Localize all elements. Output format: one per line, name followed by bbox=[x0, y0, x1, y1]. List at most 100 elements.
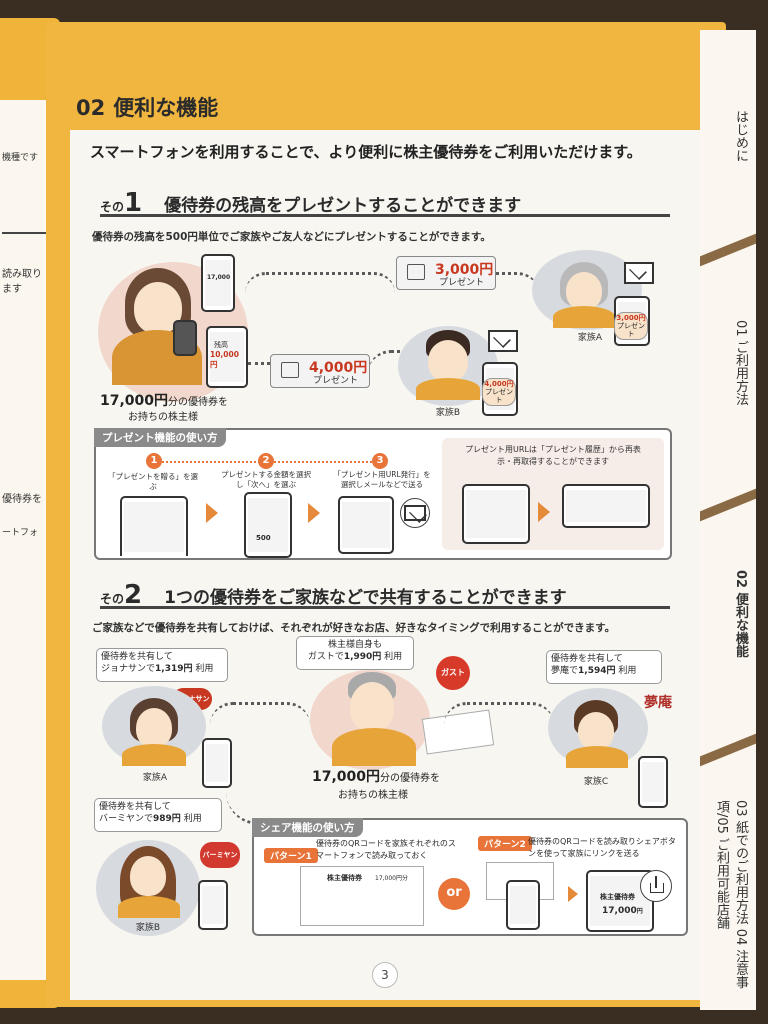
family2-b-label: 家族B bbox=[135, 923, 161, 933]
gift-b-amount: 4,000円 bbox=[309, 360, 368, 376]
step-3-badge: 3 bbox=[372, 453, 388, 469]
yumean-logo: 夢庵 bbox=[644, 695, 672, 711]
family-c-face bbox=[578, 712, 614, 750]
step-arrow bbox=[206, 503, 218, 523]
family-b-label: 家族B bbox=[435, 408, 461, 418]
pattern2-tag: パターン2 bbox=[478, 836, 532, 851]
owner2-line2: お持ちの株主様 bbox=[338, 790, 408, 801]
family2-a-face bbox=[136, 708, 172, 748]
section1-subtitle: 優待券の残高を500円単位でご家族やご友人などにプレゼントすることができます。 bbox=[92, 231, 491, 243]
section2-subtitle: ご家族などで優待券を共有しておけば、それぞれが好きなお店、好きなタイミングで利用… bbox=[92, 622, 616, 634]
owner-caption: 17,000円分の優待券を bbox=[100, 390, 228, 410]
bubble-owner-amount: 1,990円 bbox=[343, 652, 382, 662]
page-title-text: 便利な機能 bbox=[113, 96, 219, 120]
owner-phone-balance: 残高 10,000円 bbox=[206, 326, 248, 388]
bubble-owner-line2: ガストで bbox=[307, 652, 344, 662]
bubble-family-c: 優待券を共有して 夢庵で1,594円 利用 bbox=[546, 650, 662, 684]
section2-title: 1つの優待券をご家族などで共有することができます bbox=[164, 588, 567, 608]
left-fragment-4: 優待券を bbox=[2, 494, 42, 505]
left-fragment-3: ます bbox=[2, 284, 22, 295]
history-phone-1 bbox=[462, 484, 530, 544]
path-to-gift-a bbox=[245, 272, 395, 293]
step-2-text: プレゼントする金額を選択し「次へ」を選ぶ bbox=[221, 470, 311, 489]
bubble-family-a: 優待券を共有して ジョナサンで1,319円 利用 bbox=[96, 648, 228, 682]
family-b-body bbox=[416, 378, 480, 400]
left-page-inner bbox=[0, 100, 46, 980]
step-arrow bbox=[538, 502, 550, 522]
family-a-phone-amount: 3,000円 bbox=[616, 314, 646, 322]
step-arrow bbox=[308, 503, 320, 523]
tab-usage[interactable]: 01 ご利用方法 bbox=[733, 320, 748, 406]
bubble-a-suffix: 利用 bbox=[195, 664, 214, 674]
bubble-owner: 株主様自身も ガストで1,990円 利用 bbox=[296, 636, 414, 670]
page-number: 3 bbox=[372, 962, 398, 988]
bubble-a-line2: ジョナサンで bbox=[101, 664, 156, 674]
section1-title: 優待券の残高をプレゼントすることができます bbox=[164, 196, 522, 216]
family-b-face bbox=[428, 340, 468, 382]
gift-icon bbox=[281, 362, 299, 378]
bubble-c-line1: 優待券を共有して bbox=[551, 654, 623, 664]
tab-intro[interactable]: はじめに bbox=[733, 110, 748, 162]
bubble-a-line1: 優待券を共有して bbox=[101, 652, 173, 662]
gift-b-card: 4,000円 プレゼント bbox=[270, 354, 370, 388]
bubble-b-amount: 989円 bbox=[153, 814, 181, 824]
share-arrow bbox=[568, 886, 578, 902]
left-fragment-1: 機種です bbox=[2, 153, 39, 163]
history-phone-2 bbox=[562, 484, 650, 528]
step-2-amount: 500 bbox=[256, 534, 271, 542]
owner-line2: お持ちの株主様 bbox=[128, 412, 198, 423]
family-a-face bbox=[566, 272, 602, 310]
path-to-gift-b bbox=[248, 362, 270, 365]
owner-held-phone bbox=[173, 320, 197, 356]
step-1-badge: 1 bbox=[146, 453, 162, 469]
gusto-logo: ガスト bbox=[436, 656, 470, 690]
bubble-c-suffix: 利用 bbox=[618, 666, 637, 676]
share-button[interactable] bbox=[640, 870, 672, 902]
scan-phone bbox=[506, 880, 540, 930]
family-b-phone-badge: 4,000円プレゼント bbox=[482, 378, 516, 406]
family-b-phone-amount: 4,000円 bbox=[484, 380, 514, 388]
chapter-tab-strip: はじめに 01 ご利用方法 02 便利な機能 03 紙でのご利用方法 04 注意… bbox=[700, 30, 756, 1010]
mail-icon bbox=[624, 262, 654, 284]
family-c-body bbox=[566, 746, 628, 768]
owner-phone-top-amount: 17,000 bbox=[207, 274, 231, 281]
family-c-label: 家族C bbox=[583, 777, 609, 787]
step-3-text: 「プレゼント用URL発行」を選択しメールなどで送る bbox=[333, 470, 431, 489]
family-c-phone bbox=[638, 756, 668, 808]
path-gift-b-to-family-b bbox=[368, 350, 418, 373]
present-note-text: プレゼント用URLは「プレゼント履歴」から再表示・再取得することができます bbox=[465, 445, 641, 466]
family-a-phone: 3,000円プレゼント bbox=[614, 296, 650, 346]
family2-b-body bbox=[118, 896, 180, 918]
family-b-phone-label: プレゼント bbox=[485, 388, 513, 404]
owner2-suffix: 分の優待券を bbox=[380, 773, 441, 784]
family2-a-label: 家族A bbox=[142, 773, 168, 783]
gift-a-amount: 3,000円 bbox=[435, 262, 494, 278]
tab-paper-notes-stores[interactable]: 03 紙でのご利用方法 04 注意事項/05 ご利用可能店舗 bbox=[714, 800, 748, 989]
pattern1-tag: パターン1 bbox=[264, 848, 318, 863]
step-1-phone bbox=[120, 496, 188, 556]
bubble-owner-suffix: 利用 bbox=[384, 652, 403, 662]
share-ticket-amount: 17,000円分 bbox=[375, 875, 408, 882]
step-1-text: 「プレゼントを贈る」を選ぶ bbox=[108, 472, 198, 491]
section1-number: 1 bbox=[124, 188, 143, 218]
owner-phone-top: 17,000 bbox=[201, 254, 235, 312]
section2-number: 2 bbox=[124, 580, 143, 610]
owner2-body bbox=[332, 728, 416, 766]
share-ticket-label: 株主優待券 bbox=[327, 874, 362, 882]
present-howto-tag: プレゼント機能の使い方 bbox=[94, 428, 226, 447]
share-phone-title: 株主優待券 bbox=[600, 893, 635, 901]
tab-divider bbox=[700, 233, 756, 267]
family2-b-phone bbox=[198, 880, 228, 930]
owner2-caption: 17,000円分の優待券を bbox=[312, 766, 440, 786]
or-badge: or bbox=[438, 878, 470, 910]
bubble-b-line2: バーミヤンで bbox=[99, 814, 154, 824]
tab-features[interactable]: 02 便利な機能 bbox=[733, 570, 748, 658]
gift-icon bbox=[407, 264, 425, 280]
bubble-owner-line1: 株主様自身も bbox=[327, 640, 382, 650]
pattern2-text: 優待券のQRコードを読み取りシェアボタンを使って家族にリンクを送る bbox=[528, 837, 676, 858]
owner-amount: 17,000円 bbox=[100, 393, 169, 409]
share-phone-amount: 17,000 bbox=[602, 906, 637, 916]
